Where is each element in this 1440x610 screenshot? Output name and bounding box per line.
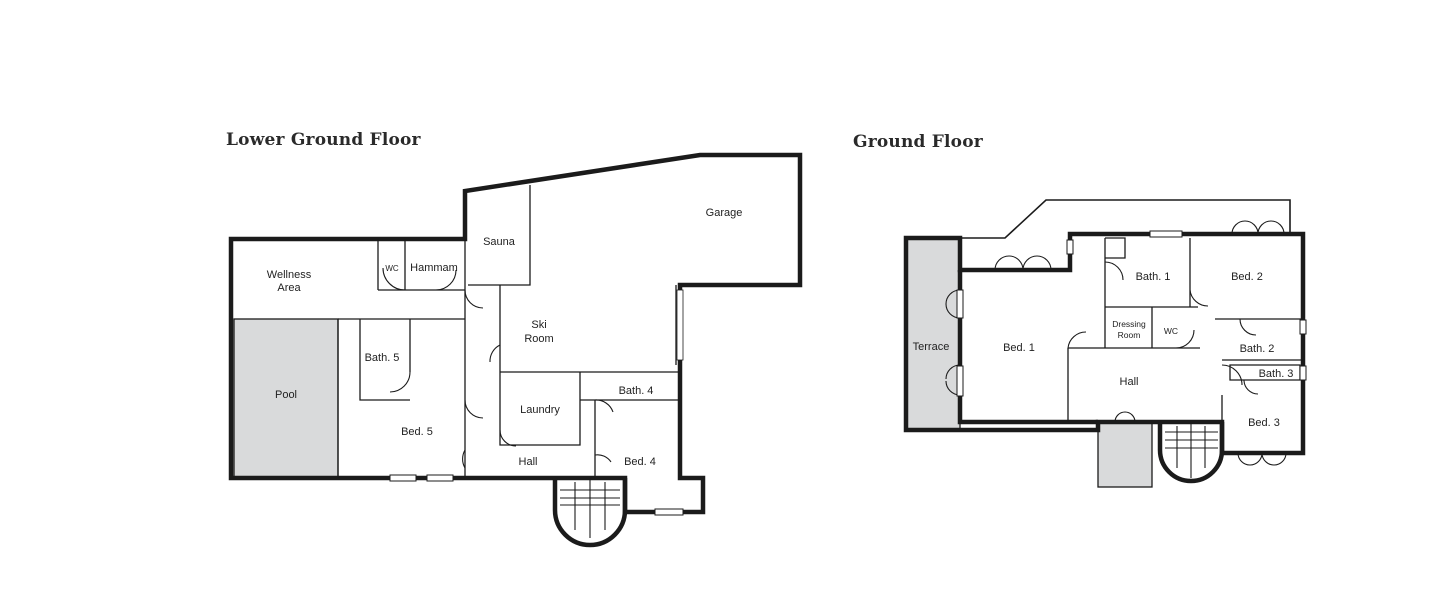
hall-door-icon [464, 399, 484, 419]
bed3-label: Bed. 3 [1248, 417, 1280, 429]
bath4-door-icon [594, 399, 614, 413]
lower-inner-walls [337, 185, 680, 478]
ground-window [1299, 365, 1307, 381]
hammam-door-icon [435, 269, 457, 291]
terrace-label: Terrace [913, 341, 950, 353]
dressing-room-label-line1: Dressing [1112, 319, 1146, 329]
bed3-door-icon [1221, 364, 1243, 386]
laundry-door-icon [499, 429, 517, 447]
ski-door-icon [489, 344, 501, 363]
bed1-label: Bed. 1 [1003, 342, 1035, 354]
ground-inner-walls [1067, 237, 1303, 422]
bed4-door-icon [594, 454, 612, 463]
hammam-label: Hammam [410, 262, 458, 274]
bath5-label: Bath. 5 [365, 352, 400, 364]
bed5-label: Bed. 5 [401, 426, 433, 438]
lower-window [654, 508, 684, 516]
lower-outer-wall [228, 152, 803, 515]
wc-door-icon [382, 267, 406, 291]
ground-window [1149, 230, 1183, 238]
bath2-label: Bath. 2 [1240, 343, 1275, 355]
french-door-icon [1022, 255, 1052, 271]
garage-label: Garage [706, 207, 743, 219]
ground-stair-wall [1157, 422, 1225, 484]
entrance-area [1097, 421, 1153, 488]
bath3-door-icon [1243, 379, 1259, 395]
hall-label: Hall [519, 456, 538, 468]
pool-area [233, 318, 339, 478]
bath5-door-icon [389, 371, 411, 393]
hall-label: Hall [1120, 376, 1139, 388]
sauna-door-icon [464, 289, 484, 309]
lower-ground-floor-plan: Garage Sauna WC Hammam Wellness Area Ski… [228, 152, 803, 548]
bath1-door-icon [1104, 261, 1124, 281]
ground-floor-title: Ground Floor [853, 132, 983, 152]
ground-stair-treads [1165, 422, 1218, 478]
bath2-door-icon [1239, 318, 1257, 336]
terrace-separation-wall [957, 270, 1098, 425]
french-door-icon [1257, 220, 1285, 235]
wellness-label-line1: Wellness [267, 269, 312, 281]
balcony-outline [960, 199, 1291, 239]
lower-window [389, 474, 417, 482]
garage-window [676, 289, 684, 361]
wc-door-icon [1175, 329, 1195, 349]
ground-window [956, 289, 964, 319]
bath4-label: Bath. 4 [619, 385, 654, 397]
sauna-label: Sauna [483, 236, 516, 248]
pool-label: Pool [275, 389, 297, 401]
bed2-label: Bed. 2 [1231, 271, 1263, 283]
dressing-room-label-line2: Room [1118, 330, 1141, 340]
lower-window [426, 474, 454, 482]
wellness-label-line2: Area [277, 282, 301, 294]
entrance-door-icon [1114, 411, 1136, 423]
bed4-label: Bed. 4 [624, 456, 656, 468]
ski-room-label-line2: Room [524, 333, 553, 345]
bed5-door-icon [462, 449, 466, 469]
wc-label: WC [385, 264, 399, 273]
wc-label: WC [1164, 326, 1178, 336]
ground-window [1066, 239, 1074, 255]
ground-window [1299, 319, 1307, 335]
bath1-label: Bath. 1 [1136, 271, 1171, 283]
lower-ground-floor-title: Lower Ground Floor [226, 130, 421, 150]
laundry-label: Laundry [520, 404, 560, 416]
french-door-icon [1261, 452, 1287, 466]
ground-floor-plan: Terrace Bed. 1 Bath. 1 Bed. 2 Dressing R… [903, 199, 1307, 488]
bath3-label: Bath. 3 [1259, 368, 1294, 380]
bed1-door-icon [1067, 331, 1087, 349]
ground-window [956, 365, 964, 397]
terrace-area [905, 237, 961, 431]
lower-stair-wall [552, 478, 628, 548]
ski-room-label-line1: Ski [531, 319, 546, 331]
bed2-door-icon [1189, 289, 1209, 307]
lower-stair-treads [560, 478, 620, 538]
